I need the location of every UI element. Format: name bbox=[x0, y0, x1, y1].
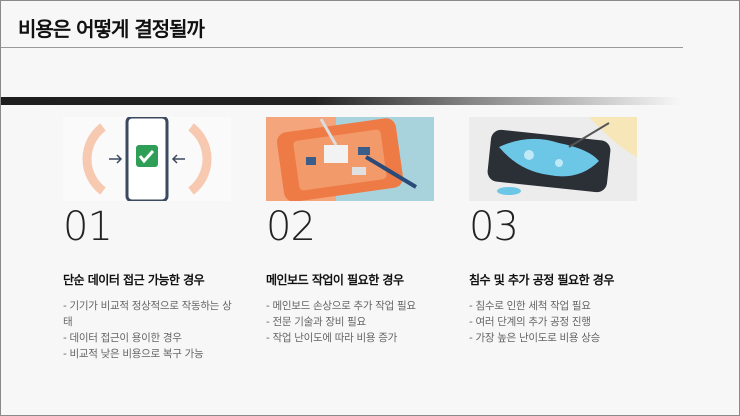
water-damaged-phone-illustration bbox=[469, 117, 637, 201]
card-description: - 침수로 인한 세척 작업 필요 - 여러 단계의 추가 공정 진행 - 가장… bbox=[469, 298, 644, 346]
page-title: 비용은 어떻게 결정될까 bbox=[18, 17, 205, 41]
card-line: - 가장 높은 난이도로 비용 상승 bbox=[469, 332, 600, 344]
card-description: - 메인보드 손상으로 추가 작업 필요 - 전문 기술과 장비 필요 - 작업… bbox=[266, 298, 441, 346]
card-line: - 침수로 인한 세척 작업 필요 bbox=[469, 300, 591, 312]
card-number: 02 bbox=[266, 204, 316, 250]
motherboard-repair-illustration bbox=[266, 117, 434, 201]
title-divider bbox=[1, 47, 683, 48]
card-number: 03 bbox=[469, 204, 519, 250]
card-simple-access: 01 단순 데이터 접근 가능한 경우 - 기기가 비교적 정상적으로 작동하는… bbox=[63, 117, 253, 362]
card-motherboard: 02 메인보드 작업이 필요한 경우 - 메인보드 손상으로 추가 작업 필요 … bbox=[266, 117, 456, 346]
card-line: - 전문 기술과 장비 필요 bbox=[266, 316, 366, 328]
card-line: - 기기가 비교적 정상적으로 작동하는 상태 bbox=[63, 300, 232, 328]
card-line: - 비교적 낮은 비용으로 복구 가능 bbox=[63, 348, 204, 360]
card-heading: 침수 및 추가 공정 필요한 경우 bbox=[469, 273, 614, 287]
card-heading: 메인보드 작업이 필요한 경우 bbox=[266, 273, 404, 287]
card-line: - 메인보드 손상으로 추가 작업 필요 bbox=[266, 300, 416, 312]
card-line: - 여러 단계의 추가 공정 진행 bbox=[469, 316, 591, 328]
card-number: 01 bbox=[63, 204, 113, 250]
card-description: - 기기가 비교적 정상적으로 작동하는 상태 - 데이터 접근이 용이한 경우… bbox=[63, 298, 238, 362]
gradient-bar bbox=[1, 97, 681, 105]
card-line: - 작업 난이도에 따라 비용 증가 bbox=[266, 332, 397, 344]
card-line: - 데이터 접근이 용이한 경우 bbox=[63, 332, 182, 344]
phone-checkmark-illustration bbox=[63, 117, 231, 201]
card-water-damage: 03 침수 및 추가 공정 필요한 경우 - 침수로 인한 세척 작업 필요 -… bbox=[469, 117, 659, 346]
card-heading: 단순 데이터 접근 가능한 경우 bbox=[63, 273, 205, 287]
